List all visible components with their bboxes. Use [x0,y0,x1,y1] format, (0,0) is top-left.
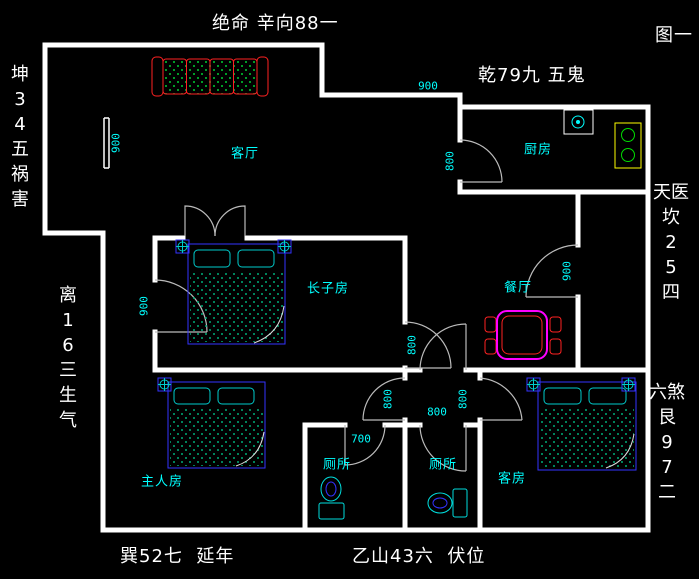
room-label-kitchen: 厨房 [523,142,553,158]
dim-window: 900 [109,133,123,153]
annotation-northwest: 乾79九 五鬼 [478,65,586,86]
bed-master [157,377,266,469]
dim-top: 900 [418,79,438,93]
annotation-li-column: 离 1 6 三 生 气 [59,285,77,431]
room-label-eldest-son: 长子房 [306,281,350,297]
dim-son-door: 900 [137,296,151,316]
bed-eldest-son [175,239,292,345]
toilet-fixture-left [318,476,345,520]
dim-dining-door: 900 [560,261,574,281]
annotation-kun-column: 坤 3 4 五 祸 害 [11,64,29,210]
room-label-guest: 客房 [497,471,527,487]
dim-toilet-door: 700 [351,432,371,446]
room-label-dining: 餐厅 [503,280,533,296]
room-label-living: 客厅 [230,146,260,162]
annotation-tianyi-column: 天医 坎 2 5 四 [653,182,689,303]
dim-hall-top: 800 [427,405,447,419]
room-label-master: 主人房 [140,474,184,490]
sofa [151,56,269,97]
annotation-liusha-column: 六煞 艮 9 7 二 [649,382,685,503]
dim-mid-door: 800 [405,335,419,355]
dim-hall-left: 800 [381,389,395,409]
bed-guest [526,377,637,471]
annotation-figure: 图一 [655,25,693,46]
walls [42,42,651,533]
window [103,117,110,169]
room-label-toilet-right: 厕所 [428,457,458,473]
dim-hall-right: 800 [456,389,470,409]
dining-set [484,310,562,360]
annotation-top: 绝命 辛向88一 [212,13,339,34]
kitchen-stove [614,122,642,169]
annotation-bottom-left: 巽52七 延年 [120,546,235,567]
toilet-fixture-right [427,488,468,518]
dim-kitchen-door: 800 [443,151,457,171]
room-label-toilet-left: 厕所 [322,457,352,473]
annotation-bottom-center: 乙山43六 伏位 [352,546,486,567]
kitchen-sink [563,109,594,135]
